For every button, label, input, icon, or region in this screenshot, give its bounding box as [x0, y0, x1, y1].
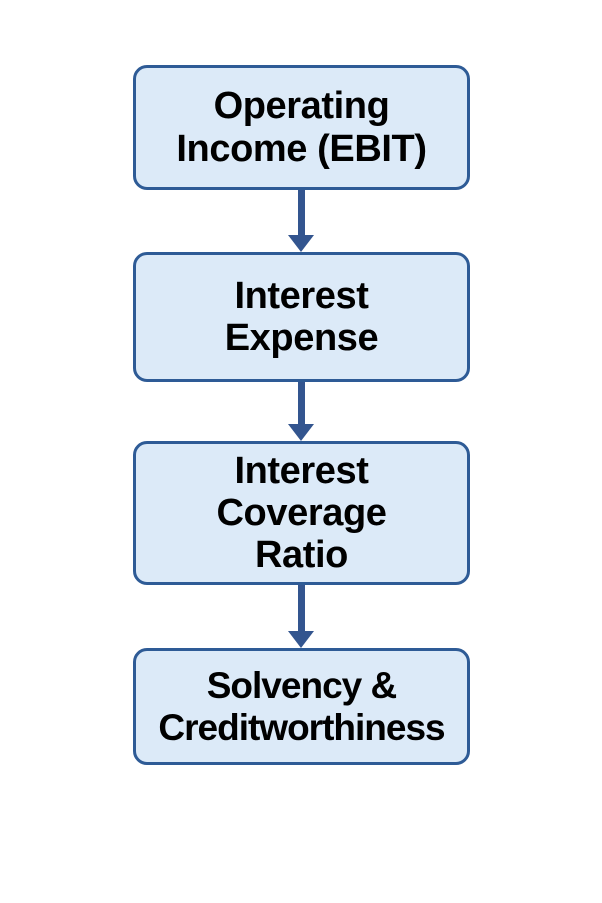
flow-node-label: Solvency & Creditworthiness [158, 665, 445, 748]
flow-node-label: Operating Income (EBIT) [176, 85, 427, 170]
arrow-shaft [298, 585, 305, 631]
arrow-shaft [298, 382, 305, 424]
connector-arrow-down-3 [288, 585, 315, 648]
arrow-head-icon [288, 235, 314, 252]
flow-node-operating-income[interactable]: Operating Income (EBIT) [133, 65, 470, 190]
flow-node-label: Interest Coverage Ratio [216, 449, 387, 577]
flow-node-solvency-creditworthiness[interactable]: Solvency & Creditworthiness [133, 648, 470, 765]
arrow-head-icon [288, 424, 314, 441]
flow-node-interest-expense[interactable]: Interest Expense [133, 252, 470, 382]
arrow-shaft [298, 190, 305, 235]
flow-node-label: Interest Expense [224, 274, 379, 359]
arrow-head-icon [288, 631, 314, 648]
flow-node-interest-coverage-ratio[interactable]: Interest Coverage Ratio [133, 441, 470, 585]
connector-arrow-down-1 [288, 190, 315, 252]
connector-arrow-down-2 [288, 382, 315, 441]
